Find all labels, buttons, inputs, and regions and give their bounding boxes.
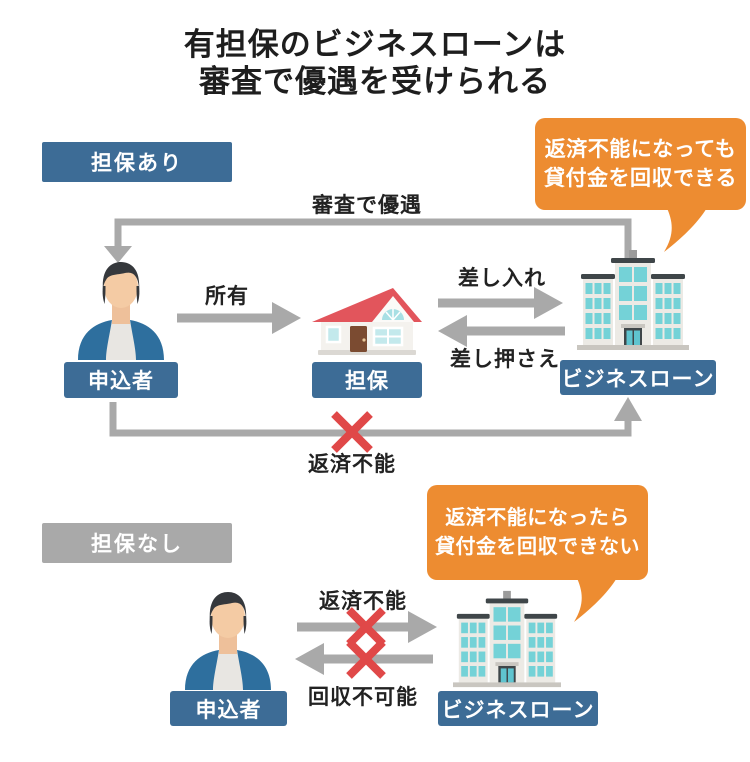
unsecured-default-arrow — [297, 611, 437, 643]
house-icon — [312, 286, 422, 356]
unsecured-lender-label: ビジネスローン — [438, 691, 598, 726]
secured-speech-bubble: 返済不能になっても 貸付金を回収できる — [535, 118, 746, 210]
own-arrow — [177, 302, 301, 334]
building-icon — [577, 250, 689, 350]
secured-lender-label: ビジネスローン — [560, 360, 716, 395]
building-icon — [453, 590, 561, 688]
bubble-line-2: 貸付金を回収できる — [543, 167, 738, 190]
person-icon — [76, 260, 166, 360]
cross-icon — [331, 411, 373, 453]
default-bracket-arrow — [109, 397, 642, 437]
bubble-line-2: 貸付金を回収できない — [435, 535, 640, 558]
unsecured-recovery-arrow — [295, 643, 433, 675]
secured-section-tag: 担保あり — [42, 142, 232, 182]
unsecured-default-arrow-label: 返済不能 — [319, 590, 407, 613]
title-line-2: 審査で優遇を受けられる — [199, 64, 551, 99]
secured-default-arrow-label: 返済不能 — [308, 453, 396, 476]
page-title: 有担保のビジネスローンは 審査で優遇を受けられる — [0, 26, 750, 100]
cross-icon — [346, 639, 386, 679]
seizure-arrow-label: 差し押さえ — [450, 348, 560, 371]
title-line-1: 有担保のビジネスローンは — [183, 27, 567, 62]
unsecured-speech-bubble: 返済不能になったら 貸付金を回収できない — [427, 485, 648, 580]
bubble-line-1: 返済不能になったら — [445, 506, 630, 529]
own-arrow-label: 所有 — [205, 285, 249, 308]
cross-icon — [346, 607, 386, 647]
collateral-label: 担保 — [312, 362, 422, 398]
screening-bracket-arrow — [104, 218, 632, 263]
bubble-line-1: 返済不能になっても — [544, 138, 737, 161]
unsecured-section-tag: 担保なし — [42, 523, 232, 563]
secured-applicant-label: 申込者 — [64, 362, 178, 398]
unsecured-applicant-label: 申込者 — [170, 691, 287, 726]
person-icon — [183, 590, 273, 690]
seizure-arrow — [438, 315, 565, 347]
speech-bubble-tail — [652, 206, 712, 254]
pledge-arrow — [438, 287, 563, 319]
recovery-arrow-label: 回収不可能 — [308, 686, 418, 709]
pledge-arrow-label: 差し入れ — [458, 267, 546, 290]
speech-bubble-tail — [562, 576, 622, 624]
screening-arrow-label: 審査で優遇 — [312, 194, 422, 217]
